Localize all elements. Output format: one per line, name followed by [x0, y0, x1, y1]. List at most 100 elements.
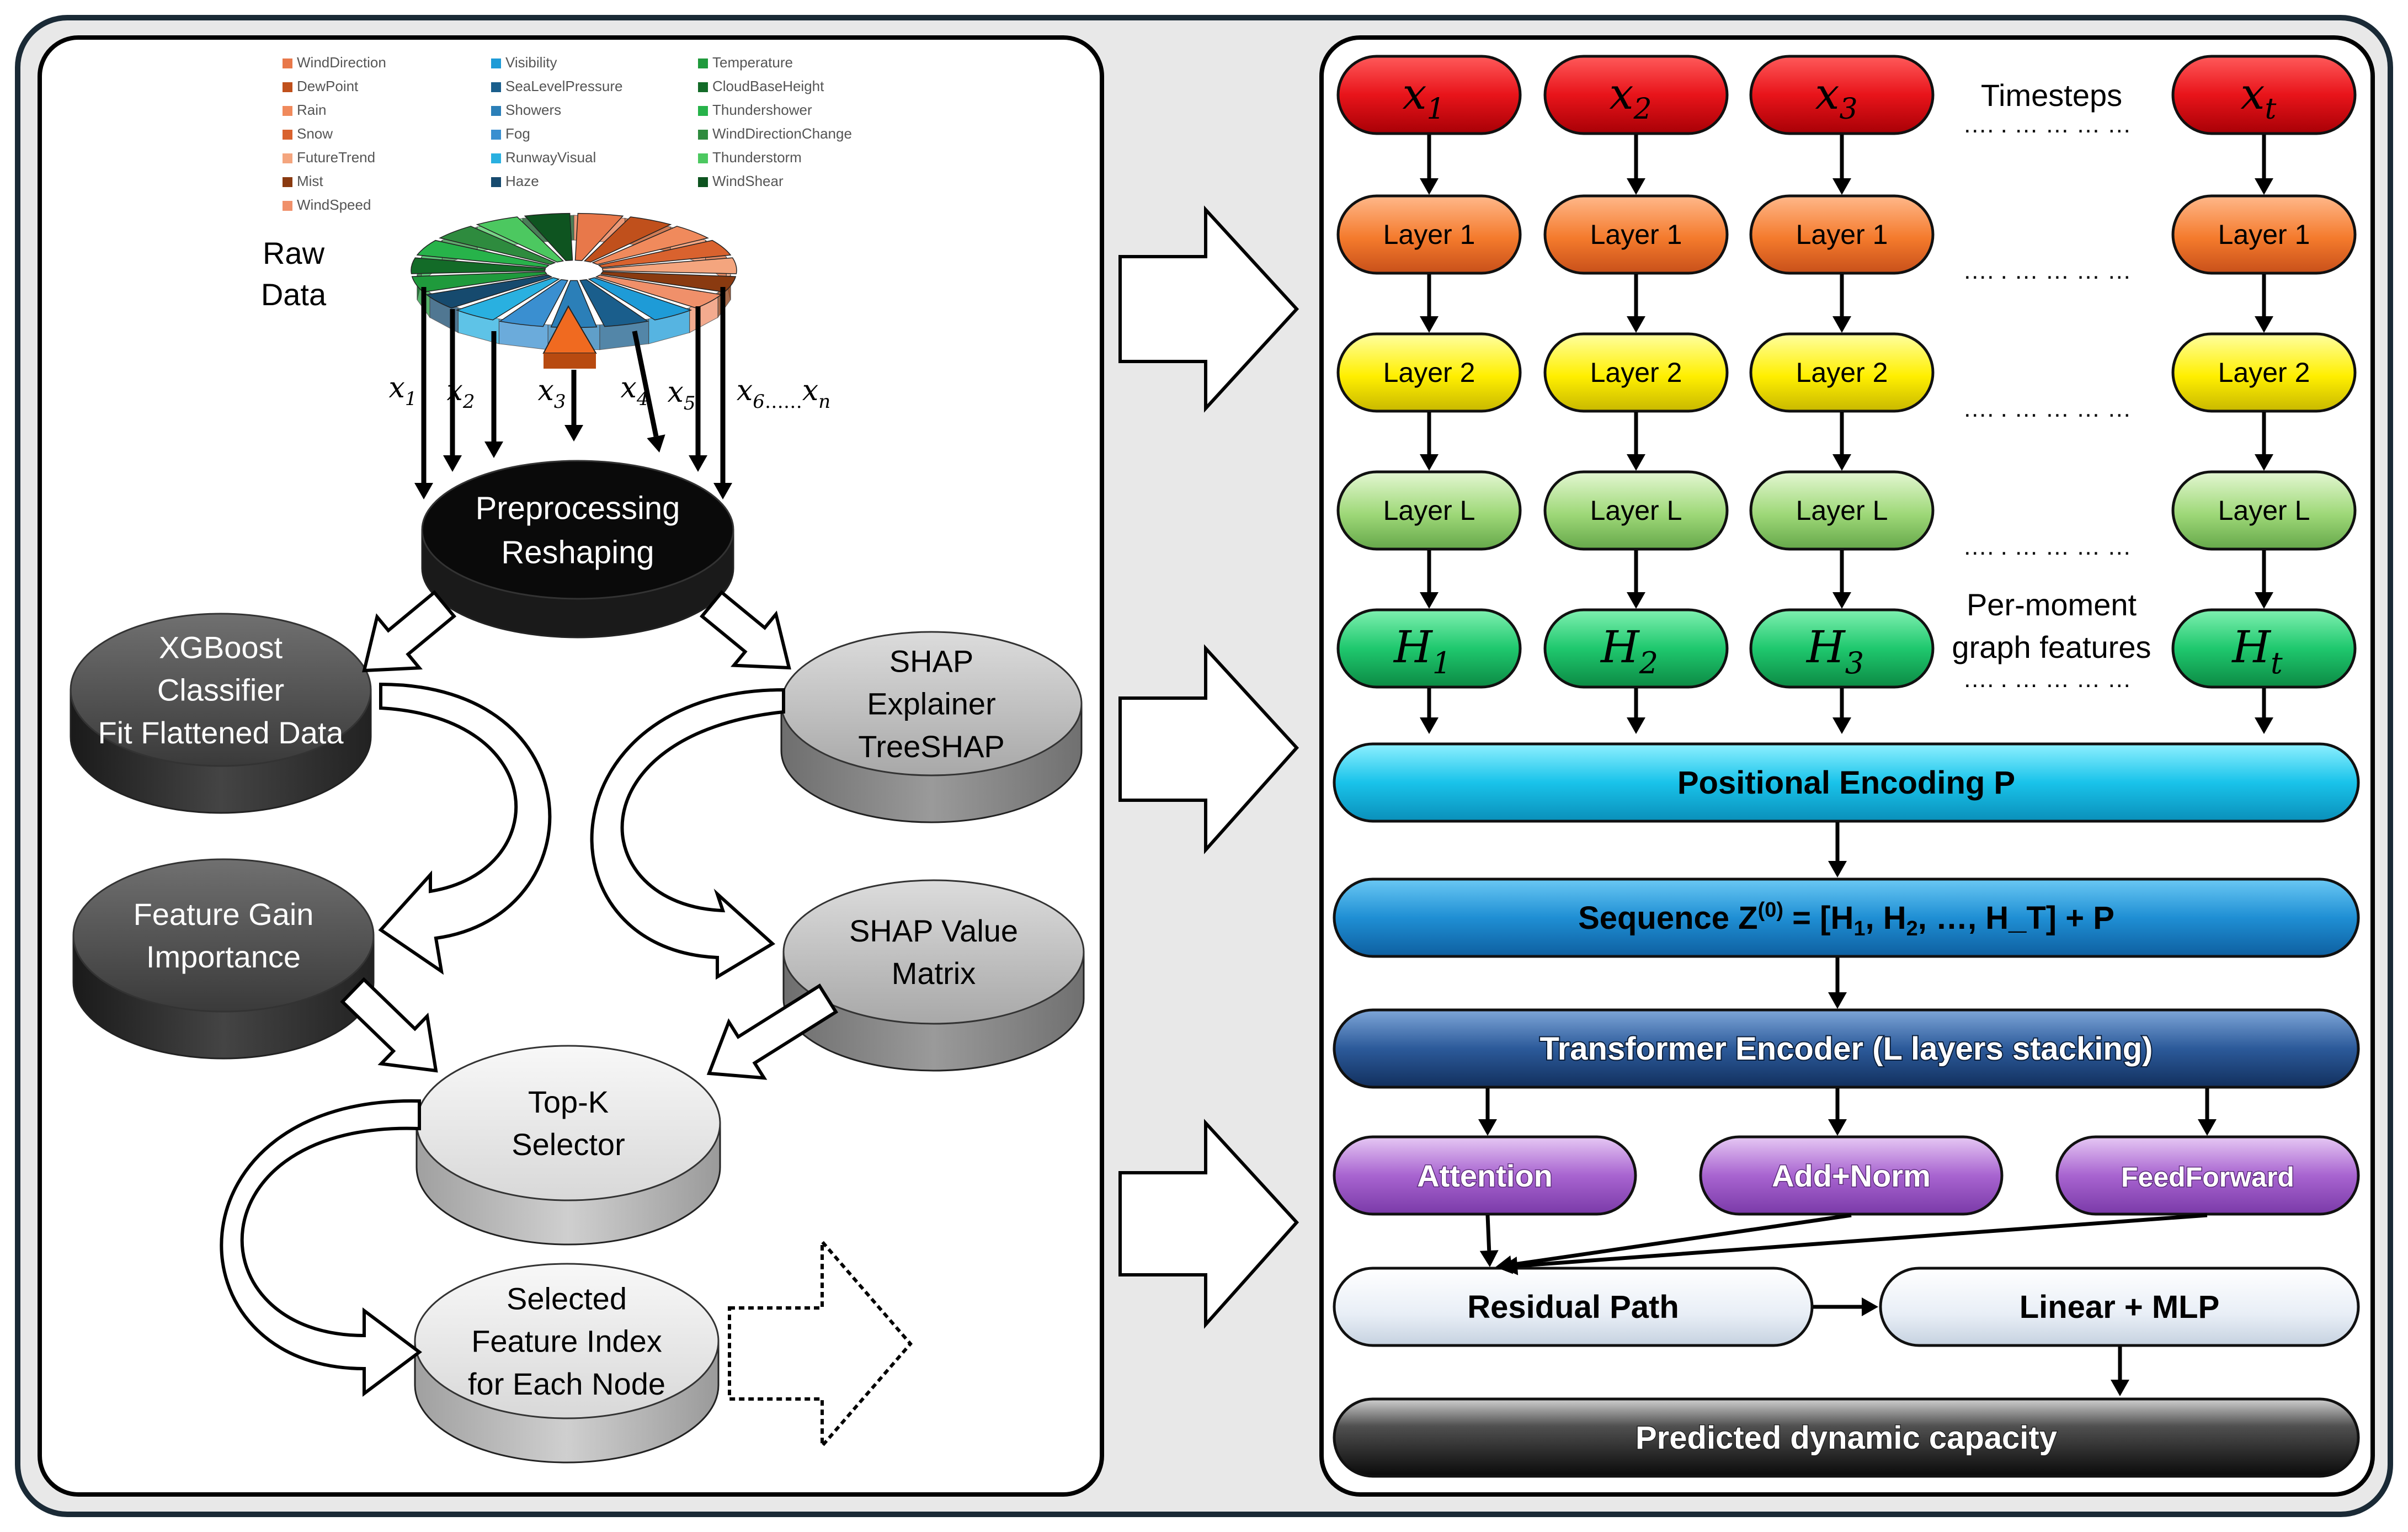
- legend-label: RunwayVisual: [505, 149, 596, 166]
- legend-label: WindSpeed: [297, 196, 371, 213]
- feedforward-pill: FeedForward: [2055, 1135, 2360, 1216]
- legend-label: DewPoint: [297, 78, 359, 94]
- arrow-shapm-to-topk: [706, 983, 839, 1080]
- big-arrow-1: [1118, 205, 1299, 413]
- input-label-base: x: [668, 376, 684, 409]
- topk-disk-text: Top-K: [528, 1084, 609, 1119]
- pie-front-slice-side: [544, 353, 596, 369]
- legend-swatch: [698, 106, 708, 116]
- layer1-label: Layer 1: [2218, 219, 2310, 250]
- residual-pill-shape: [1333, 1267, 1814, 1347]
- shap-matrix-disk-top: [782, 879, 1085, 1025]
- H-sub: 3: [1845, 646, 1864, 680]
- topk-disk-top: [415, 1045, 721, 1201]
- H-base: H: [2231, 621, 2272, 673]
- legend-swatch: [283, 130, 292, 140]
- pie-wedge: [411, 257, 546, 274]
- attention-pill-shape: [1333, 1135, 1637, 1216]
- input-x-pill: [1543, 55, 1729, 135]
- H-sub: t: [2271, 646, 2283, 680]
- arrow-lL-H-head: [1420, 592, 1439, 609]
- arrow-H-pe-head: [2255, 717, 2273, 734]
- xgboost-disk-top: [70, 613, 372, 767]
- legend-swatch: [283, 201, 292, 211]
- input-label-base: x: [621, 371, 637, 405]
- arrow-ff-res-head: [1501, 1256, 1519, 1275]
- arrow-lin-pred-head: [2111, 1380, 2129, 1396]
- feature-gain-disk-top: [72, 858, 375, 1013]
- H-pill: [1749, 608, 1935, 689]
- layer2-pill: [1543, 332, 1729, 413]
- arrow-ff-res-shaft: [1517, 1213, 2208, 1268]
- H-pill: [2171, 608, 2357, 689]
- input-label-sub: 2: [462, 391, 475, 413]
- layerL-pill: [1336, 470, 1522, 551]
- input-arrow-3-head: [484, 441, 503, 458]
- layer1-pill: [2171, 194, 2357, 275]
- input-arrow-4-head: [564, 425, 583, 441]
- sequence-part: Sequence Z: [1578, 900, 1758, 936]
- raw-data-pie-chart: [411, 212, 737, 369]
- sequence-label: Sequence Z(0) = [H1, H2, …, H_T] + P: [1578, 898, 2114, 940]
- legend-swatch: [283, 106, 292, 116]
- arrow-trans-ff-head: [2198, 1119, 2217, 1136]
- timesteps-label: Timesteps: [1981, 78, 2122, 113]
- big-hollow-arrows: [1118, 205, 1299, 1329]
- legend-swatch: [491, 130, 501, 140]
- input-x-label: x3: [1815, 70, 1857, 126]
- big-arrow-3: [1118, 1119, 1299, 1329]
- raw-label-line1: Raw: [263, 236, 325, 270]
- shap-matrix-disk-text: SHAP Value: [849, 913, 1018, 948]
- legend-swatch: [698, 177, 708, 187]
- pie-wedge: [455, 277, 560, 321]
- legend-label: Rain: [297, 102, 326, 118]
- addnorm-pill-label: Add+Norm: [1772, 1158, 1931, 1193]
- attention-pill: Attention: [1333, 1135, 1637, 1216]
- layer1-label: Layer 1: [1383, 219, 1475, 250]
- layer2-pill: [2171, 332, 2357, 413]
- curve-topk-to-selected: [220, 1099, 422, 1397]
- legend-swatch: [698, 58, 708, 68]
- arrow-lL-H-head: [1832, 592, 1851, 609]
- H-label: H3: [1805, 621, 1864, 680]
- pie-wedge: [583, 216, 672, 263]
- shap-explainer-disk-text: TreeSHAP: [858, 729, 1005, 764]
- shap-explainer-disk-text: Explainer: [867, 687, 995, 721]
- arrow-lL-H-head: [2255, 592, 2273, 609]
- arrow-H-pe-head: [1627, 717, 1645, 734]
- input-label-base2: x: [802, 374, 818, 407]
- arrow-l1-l2-head: [2255, 316, 2273, 333]
- curve-shap-to-matrix: [590, 688, 785, 980]
- arrow-att-res-shaft: [1485, 1215, 1491, 1251]
- pie-wedge: [588, 277, 692, 321]
- legend-label: Snow: [297, 125, 333, 142]
- input-x-base: x: [1609, 70, 1633, 119]
- legend-label: SeaLevelPressure: [505, 78, 622, 94]
- legend-swatch: [283, 82, 292, 92]
- legend-label: Fog: [505, 125, 530, 142]
- sequence-part: 1: [1853, 917, 1865, 940]
- selected-disk-text: Selected: [507, 1281, 627, 1316]
- legend-swatch: [491, 177, 501, 187]
- arrow-x-l1-head: [1420, 178, 1439, 195]
- input-label-base: x: [447, 374, 463, 407]
- dotted-output-arrow: [728, 1237, 913, 1451]
- layer2-label: Layer 2: [1796, 357, 1888, 388]
- H-base: H: [1393, 621, 1434, 673]
- arrow-l2-lL-head: [1627, 454, 1645, 471]
- arrow-H-pe-head: [1420, 717, 1439, 734]
- layerL-label: Layer L: [1590, 495, 1682, 526]
- sequence-part: (0): [1758, 898, 1783, 922]
- shap-explainer-disk-text: SHAP: [889, 643, 974, 678]
- input-label: x1: [389, 371, 417, 410]
- legend-label: Temperature: [712, 54, 793, 71]
- legend-label: Haze: [505, 173, 539, 189]
- H-pill: [1336, 608, 1522, 689]
- arrow-l2-lL-head: [2255, 454, 2273, 471]
